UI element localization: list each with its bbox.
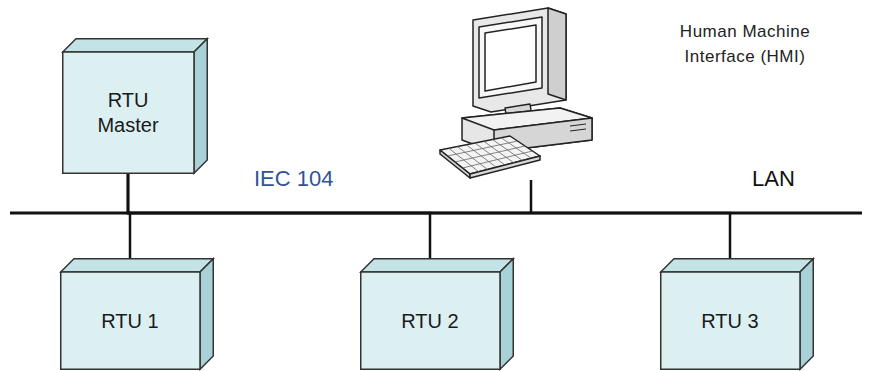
box-front-face [61, 272, 200, 369]
lan-connector [128, 174, 730, 258]
rtu-label: RTU 1 [82, 309, 178, 334]
network-label: LAN [752, 166, 795, 192]
box-side-face [200, 259, 213, 370]
box-front-face [361, 272, 500, 369]
box-side-face [500, 259, 513, 370]
box-top-face [63, 39, 208, 52]
rtu-box: RTU 2 [360, 258, 514, 370]
rtu-box: RTU 3 [660, 258, 814, 370]
rtu-label: RTU 3 [682, 309, 778, 334]
rtu-label: RTU 2 [382, 309, 478, 334]
box-front-face [63, 52, 194, 173]
box-front-face [661, 272, 800, 369]
protocol-label: IEC 104 [254, 166, 334, 192]
box-top-face [361, 259, 514, 272]
key-column [458, 147, 488, 170]
box-top-face [61, 259, 214, 272]
box-side-face [194, 39, 207, 174]
computer-icon [440, 8, 592, 178]
box-side-face [800, 259, 813, 370]
box-top-face [661, 259, 814, 272]
rtu-box: RTU 1 [60, 258, 214, 370]
key-column [493, 140, 523, 161]
hmi-label: Human Machine Interface (HMI) [650, 20, 840, 69]
key-column [484, 141, 514, 163]
rtu-box: RTU Master [62, 38, 208, 174]
key-column [501, 138, 531, 159]
keyboard-keys [448, 138, 533, 172]
rtu-label: RTU Master [80, 88, 176, 138]
key-column [466, 145, 496, 168]
hmi-drop-line [530, 180, 533, 213]
key-column [475, 143, 505, 165]
